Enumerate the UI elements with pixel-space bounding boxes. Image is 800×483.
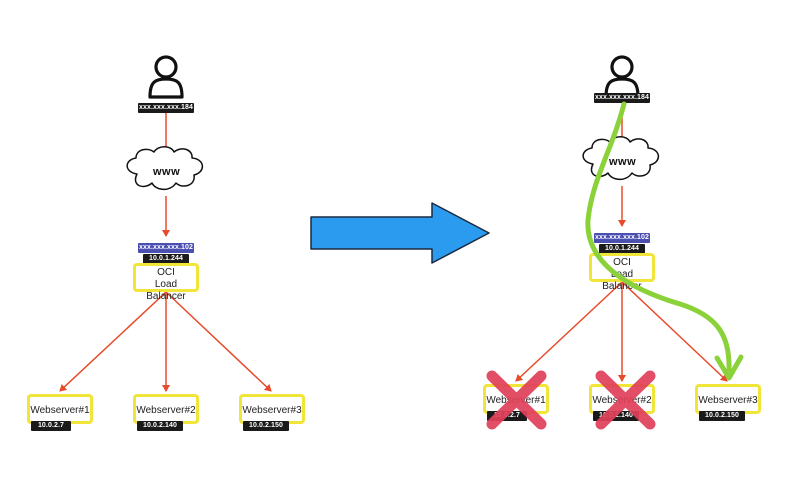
load-balancer-node: OCI Load Balancer bbox=[589, 253, 655, 292]
lb-label-line-1: OCI bbox=[157, 267, 175, 278]
internet-label: www bbox=[153, 166, 181, 178]
webserver-ip-tag-1: 10.0.2.7 bbox=[487, 411, 527, 421]
user-ip-tag: xxx.xxx.xxx.184 bbox=[138, 103, 194, 113]
lb-private-ip-tag: 10.0.1.244 bbox=[143, 254, 189, 264]
webserver-node-3: Webserver#3 bbox=[695, 384, 761, 414]
webserver-ip-tag-3: 10.0.2.150 bbox=[243, 421, 289, 431]
webserver-node-3: Webserver#3 bbox=[239, 394, 305, 424]
connector-lb-to-webserver-3 bbox=[621, 281, 728, 382]
transition-arrow-icon bbox=[310, 202, 490, 264]
webserver-node-1: Webserver#1 bbox=[27, 394, 93, 424]
lb-label-line-1: OCI bbox=[613, 257, 631, 268]
connector-lb-to-webserver-3 bbox=[165, 291, 272, 392]
user-icon bbox=[604, 55, 640, 99]
connector-lb-to-webserver-1 bbox=[515, 281, 623, 382]
webserver-ip-tag-2: 10.0.2.140 bbox=[137, 421, 183, 431]
lb-public-ip-tag: xxx.xxx.xxx.102 bbox=[594, 233, 650, 243]
lb-public-ip-tag: xxx.xxx.xxx.102 bbox=[138, 243, 194, 253]
webserver-ip-tag-1: 10.0.2.7 bbox=[31, 421, 71, 431]
connector-lb-to-webserver-1 bbox=[59, 291, 167, 392]
webserver-node-2: Webserver#2 bbox=[133, 394, 199, 424]
user-ip-tag: xxx.xxx.xxx.184 bbox=[594, 93, 650, 103]
user-icon bbox=[148, 55, 184, 99]
webserver-ip-tag-2: 10.0.2.140 bbox=[593, 411, 639, 421]
webserver-node-2: Webserver#2 bbox=[589, 384, 655, 414]
cloud-icon bbox=[126, 146, 204, 191]
lb-label-line-2: Load Balancer bbox=[146, 279, 186, 302]
load-balancer-node: OCI Load Balancer bbox=[133, 263, 199, 302]
webserver-node-1: Webserver#1 bbox=[483, 384, 549, 414]
internet-label: www bbox=[609, 156, 637, 168]
lb-label-line-2: Load Balancer bbox=[602, 269, 642, 292]
webserver-ip-tag-3: 10.0.2.150 bbox=[699, 411, 745, 421]
